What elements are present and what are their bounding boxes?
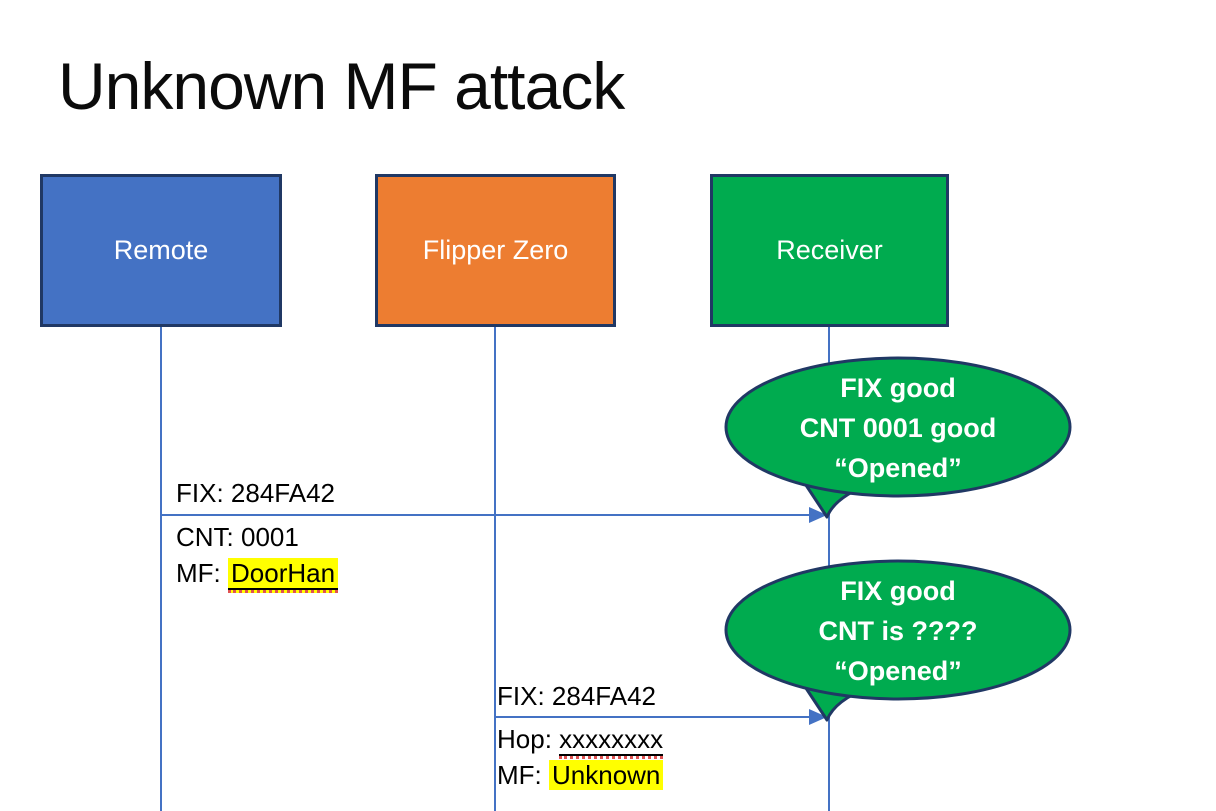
speech-bubble-1-shape [724, 356, 1072, 519]
actor-box-flipper-zero: Flipper Zero [375, 174, 616, 327]
message-1-fix-label: FIX: 284FA42 [176, 478, 335, 508]
actor-box-remote: Remote [40, 174, 282, 327]
bubble2-line3: “Opened” [834, 656, 962, 686]
lifeline-remote [160, 326, 162, 811]
message-arrow-1-line [161, 514, 811, 516]
bubble2-line2: CNT is ???? [818, 616, 978, 646]
message-1-cnt-label: CNT: 0001 [176, 522, 299, 552]
message-1-mf-value-highlighted: DoorHan [228, 558, 339, 593]
speech-bubble-2-text: FIX good CNT is ???? “Opened” [712, 571, 1084, 691]
bubble1-line2: CNT 0001 good [799, 413, 997, 443]
speech-bubble-2-shape [724, 559, 1072, 722]
message-arrow-2-line [495, 716, 811, 718]
message-arrow-2-arrowhead-icon [809, 709, 827, 725]
actor-label-receiver: Receiver [776, 235, 883, 265]
message-2-mf-label: MF: Unknown [497, 760, 664, 790]
message-1-mf-label: MF: DoorHan [176, 558, 339, 593]
actor-label-flipper-zero: Flipper Zero [422, 235, 569, 265]
message-2-hop-value: xxxxxxxx [559, 724, 664, 759]
message-2-fix-label: FIX: 284FA42 [497, 681, 656, 711]
message-2-mf-prefix: MF: [497, 760, 549, 790]
bubble1-line1: FIX good [840, 373, 956, 403]
speech-bubble-1-text: FIX good CNT 0001 good “Opened” [712, 368, 1084, 488]
bubble2-line1: FIX good [840, 576, 956, 606]
actor-box-receiver: Receiver [710, 174, 949, 327]
message-2-hop-prefix: Hop: [497, 724, 560, 754]
message-1-mf-prefix: MF: [176, 558, 228, 588]
bubble1-line3: “Opened” [834, 453, 962, 483]
page-title: Unknown MF attack [58, 49, 625, 124]
message-2-hop-label: Hop: xxxxxxxx [497, 724, 664, 759]
actor-label-remote: Remote [113, 235, 209, 265]
message-arrow-1-arrowhead-icon [809, 507, 827, 523]
message-2-mf-value-highlighted: Unknown [549, 760, 664, 790]
lifeline-flipper-zero [494, 326, 496, 811]
